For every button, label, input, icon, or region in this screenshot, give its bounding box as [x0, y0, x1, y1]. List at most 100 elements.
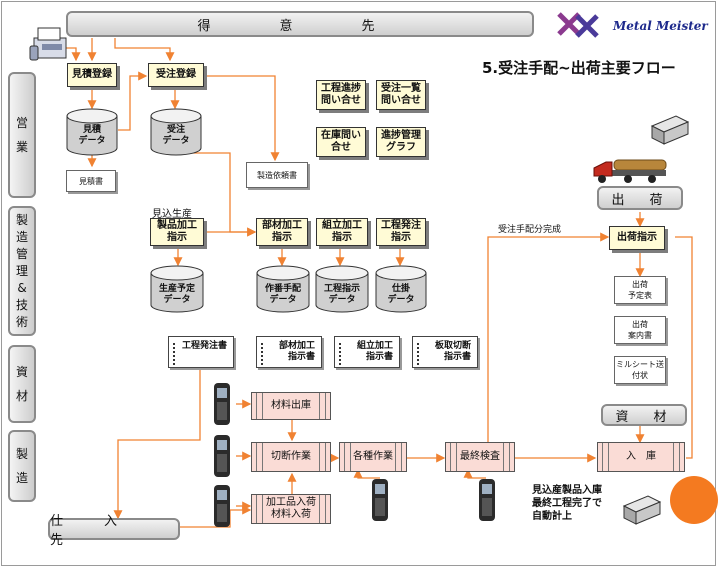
slip-label: 部材加工: [278, 341, 315, 351]
database-icon: [66, 108, 118, 156]
note-text: 見込産製品入庫 最終工程完了で 自動計上: [532, 484, 602, 523]
warehousing-step: 入 庫: [597, 442, 685, 472]
receiving-step: 加工品入荷 材料入荷: [251, 494, 331, 524]
logo-icon: [557, 12, 599, 38]
wip-data-db: 仕掛 データ: [375, 265, 427, 313]
database-icon: [315, 265, 369, 313]
progress-graph-box: 進捗管理 グラフ: [376, 127, 426, 157]
doc-label: 出荷: [632, 280, 648, 289]
database-icon: [150, 108, 202, 156]
box-label: 指示: [332, 232, 352, 243]
handheld-terminal-icon: [214, 383, 230, 425]
sidebar-text: &: [17, 280, 27, 295]
process-instruction-db: 工程指示 データ: [315, 265, 369, 313]
production-plan-db: 生産予定 データ: [150, 265, 204, 313]
sidebar-manufacturing: 製 造: [8, 430, 36, 502]
shipping-label-box: 出 荷: [597, 186, 683, 210]
sidebar-text: 営: [15, 116, 28, 130]
db-label: 作番手配: [264, 284, 301, 294]
doc-label: 製造依頼書: [257, 170, 297, 180]
doc-label: 案内書: [628, 331, 652, 340]
handheld-terminal-icon: [214, 485, 230, 527]
work-arrangement-db: 作番手配 データ: [256, 265, 310, 313]
db-label: 工程指示: [323, 284, 360, 294]
doc-label: 出荷: [632, 320, 648, 329]
box-label: 工程発注: [381, 220, 421, 231]
box-label: 問い合せ: [321, 95, 361, 106]
database-icon: [150, 265, 204, 313]
db-label: データ: [162, 136, 190, 146]
sidebar-text: 管: [15, 246, 28, 261]
final-inspection-step: 最終検査: [445, 442, 515, 472]
shipping-guide-doc: 出荷 案内書: [614, 316, 666, 344]
db-label: データ: [269, 295, 297, 305]
cutting-instruction-slip: 板取切断 指示書: [412, 336, 478, 368]
slip-label: 指示書: [443, 352, 471, 362]
sidebar-text: 理: [15, 263, 28, 278]
sidebar-manufacturing-tech: 製 造 管 理 & 技 術: [8, 206, 36, 336]
slip-label: 工程発注書: [181, 341, 227, 351]
order-data-db: 受注 データ: [150, 108, 202, 156]
order-entry-box: 受注登録: [148, 63, 204, 87]
stock-inquiry-box: 在庫問い 合せ: [316, 127, 366, 157]
assembly-processing-box: 組立加工 指示: [316, 218, 368, 246]
box-label: 工程進捗: [321, 83, 361, 94]
step-label: 切断作業: [271, 451, 311, 462]
sidebar-text: 資: [15, 365, 28, 379]
box-label: 問い合せ: [381, 95, 421, 106]
box-label: 進捗管理: [381, 130, 421, 141]
manufacturing-request-doc: 製造依頼書: [246, 162, 308, 188]
sidebar-text: 製: [15, 212, 28, 227]
sidebar-text: 造: [15, 229, 28, 244]
quote-sheet-doc: 見積書: [66, 170, 116, 192]
fax-machine-icon: [29, 27, 67, 61]
process-inquiry-box: 工程進捗 問い合せ: [316, 80, 366, 110]
cutting-step: 切断作業: [251, 442, 331, 472]
suppliers-bar: 仕 入 先: [48, 514, 180, 548]
sidebar-text: 業: [15, 140, 28, 154]
logo-text: Metal Meister: [613, 19, 708, 33]
suppliers-label: 仕 入 先: [50, 514, 159, 548]
order-list-inquiry-box: 受注一覧 問い合せ: [376, 80, 426, 110]
doc-label: 予定表: [628, 291, 652, 300]
materials-label: 資 材: [615, 409, 673, 425]
box-label: 受注一覧: [381, 83, 421, 94]
process-order-box: 工程発注 指示: [376, 218, 426, 246]
sidebar-text: 材: [15, 389, 28, 403]
doc-label: 見積書: [79, 176, 103, 186]
box-label: 受注登録: [156, 69, 196, 80]
box-label: 出荷指示: [617, 232, 657, 243]
mill-sheet-doc: ミルシート送 付状: [614, 356, 666, 384]
doc-label: 付状: [632, 371, 648, 380]
quote-data-db: 見積 データ: [66, 108, 118, 156]
order-complete-label: 受注手配分完成: [498, 225, 562, 235]
note-line: 自動計上: [532, 511, 572, 522]
orange-circle: [670, 476, 718, 524]
step-label: 材料入荷: [271, 509, 311, 520]
box-label: グラフ: [386, 142, 416, 153]
materials-label-box: 資 材: [601, 404, 687, 426]
sidebar-sales: 営 業: [8, 72, 36, 198]
forecast-production-label: 見込生産: [152, 209, 192, 220]
sidebar-materials: 資 材: [8, 345, 36, 423]
slip-label: 組立加工: [356, 341, 393, 351]
box-label: 在庫問い: [321, 130, 361, 141]
step-label: 各種作業: [353, 451, 393, 462]
database-icon: [256, 265, 310, 313]
shipping-instruction-box: 出荷指示: [609, 226, 665, 250]
box-label: 部材加工: [262, 220, 302, 231]
customers-label: 得 意 先: [197, 18, 403, 34]
page-title: 5.受注手配~出荷主要フロー: [482, 59, 676, 77]
database-icon: [375, 265, 427, 313]
product-processing-box: 製品加工 指示: [150, 218, 204, 246]
box-label: 見積登録: [72, 69, 112, 80]
sidebar-text: 製: [15, 447, 28, 461]
doc-label: ミルシート送: [616, 360, 664, 369]
step-label: 最終検査: [460, 451, 500, 462]
step-label: 加工品入荷: [266, 497, 316, 508]
steel-beam-icon: [622, 495, 662, 525]
handheld-terminal-icon: [214, 435, 230, 477]
db-label: 見積: [82, 125, 101, 135]
